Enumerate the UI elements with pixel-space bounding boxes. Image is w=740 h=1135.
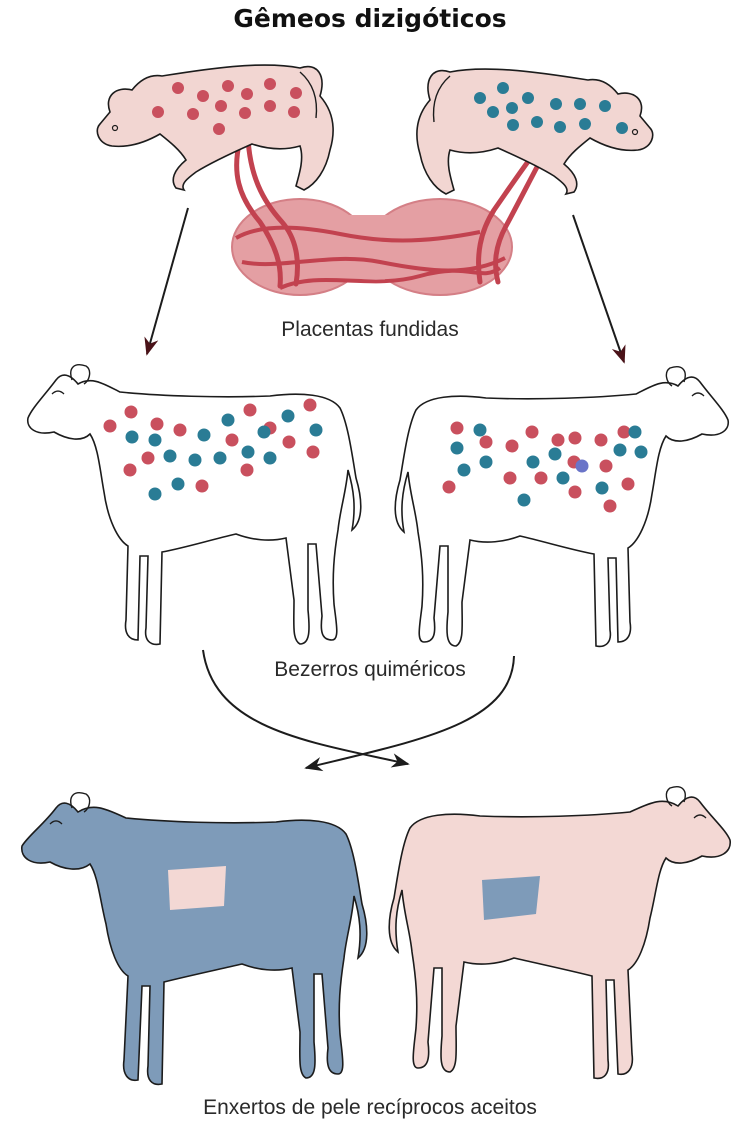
blue-calf [22, 793, 367, 1085]
label-reciprocal-grafts: Enxertos de pele recíprocos aceitos [0, 1096, 740, 1120]
label-fused-placentas: Placentas fundidas [0, 318, 740, 342]
chimeric-calf-right [395, 367, 728, 647]
left-fetus [97, 65, 333, 190]
pink-calf-blue-graft [482, 876, 540, 920]
pink-calf [389, 787, 730, 1079]
chimeric-calf-right-violet-cell [576, 460, 589, 473]
chimeric-calf-left [28, 365, 361, 645]
blue-calf-pink-graft [168, 866, 226, 910]
label-chimeric-calves: Bezerros quiméricos [0, 658, 740, 682]
